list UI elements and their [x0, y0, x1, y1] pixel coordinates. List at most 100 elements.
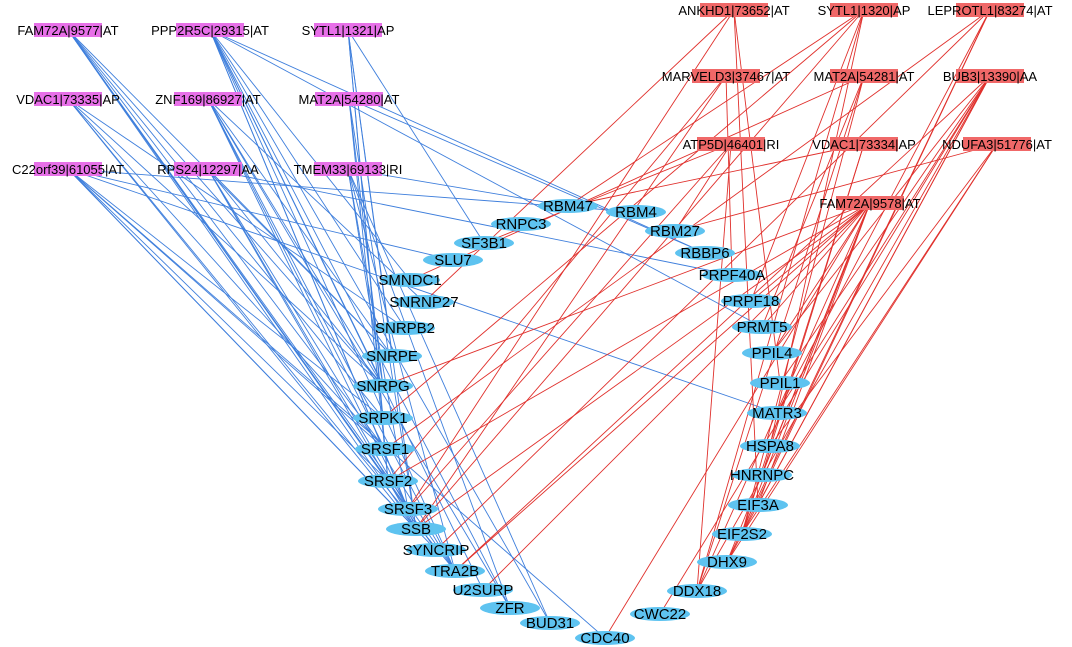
edge-b6-RBBP6 [348, 98, 706, 254]
source-node-r10[interactable]: FAM72A|9578|AT [819, 196, 921, 211]
protein-node-snrpb2[interactable]: SNRPB2 [375, 320, 435, 337]
edge-r5-PRMT5 [761, 75, 865, 328]
protein-node-slu7[interactable]: SLU7 [423, 252, 483, 269]
protein-node-label: U2SURP [453, 582, 514, 599]
edge-b6-SNRPG [348, 98, 384, 387]
edge-b4-TRA2B [67, 98, 456, 572]
protein-node-label: SNRPE [366, 348, 418, 365]
protein-node-prpf40a[interactable]: PRPF40A [699, 267, 766, 284]
protein-node-label: CDC40 [580, 630, 629, 647]
protein-node-ellipse [353, 379, 413, 393]
protein-node-rbm4[interactable]: RBM4 [606, 204, 666, 221]
source-node-r8[interactable]: VDAC1|73334|AP [812, 137, 916, 152]
source-node-r2[interactable]: SYTL1|1320|AP [818, 3, 911, 18]
protein-node-srpk1[interactable]: SRPK1 [353, 410, 413, 427]
edge-r10-EIF3A [757, 202, 871, 506]
protein-node-cwc22[interactable]: CWC22 [630, 606, 690, 623]
protein-node-eif3a[interactable]: EIF3A [728, 497, 788, 514]
protein-node-ellipse [355, 442, 415, 456]
protein-node-srsf3[interactable]: SRSF3 [378, 501, 438, 518]
source-node-box [34, 162, 102, 176]
protein-node-ppil4[interactable]: PPIL4 [742, 345, 802, 362]
protein-node-syncrip[interactable]: SYNCRIP [403, 542, 470, 559]
edge-b8-SSB [207, 168, 417, 530]
protein-node-label: SNRNP27 [389, 294, 458, 311]
source-node-box [176, 23, 244, 37]
source-node-b7[interactable]: C22orf39|61055|AT [12, 162, 124, 177]
edge-r9-RBM27 [674, 143, 998, 232]
source-node-box [34, 92, 102, 106]
edge-b1-SRSF1 [67, 29, 386, 450]
protein-node-smndc1[interactable]: SMNDC1 [378, 272, 441, 289]
protein-node-ellipse [732, 468, 792, 482]
source-node-label: FAM72A|9577|AT [17, 23, 118, 38]
source-node-r4[interactable]: MARVELD3|37467|AT [662, 69, 790, 84]
protein-node-rbbp6[interactable]: RBBP6 [675, 245, 735, 262]
protein-node-ellipse [712, 527, 772, 541]
protein-node-matr3[interactable]: MATR3 [747, 405, 807, 422]
edge-b4-SNRPG [67, 98, 384, 387]
source-node-b3[interactable]: SYTL1|1321|AP [302, 23, 395, 38]
source-node-box [314, 162, 382, 176]
source-node-r6[interactable]: BUB3|13390|AA [943, 69, 1038, 84]
edge-r1-EIF3A [733, 9, 759, 506]
protein-node-label: BUD31 [526, 615, 574, 632]
source-node-b8[interactable]: RPS24|12297|AA [157, 162, 259, 177]
edge-b7-CDC40 [67, 168, 606, 639]
source-node-r7[interactable]: ATP5D|46401|RI [683, 137, 780, 152]
protein-node-snrnp27[interactable]: SNRNP27 [389, 294, 458, 311]
protein-node-ellipse [453, 583, 513, 597]
edge-r10-CDC40 [604, 202, 871, 639]
source-node-label: MARVELD3|37467|AT [662, 69, 790, 84]
protein-node-rbm27[interactable]: RBM27 [645, 223, 705, 240]
protein-node-ellipse [740, 439, 800, 453]
protein-node-ssb[interactable]: SSB [386, 521, 446, 538]
protein-node-sf3b1[interactable]: SF3B1 [454, 235, 514, 252]
protein-node-label: SRPK1 [358, 410, 407, 427]
protein-node-ellipse [747, 406, 807, 420]
protein-node-snrpe[interactable]: SNRPE [362, 348, 422, 365]
protein-node-dhx9[interactable]: DHX9 [697, 554, 757, 571]
protein-node-eif2s2[interactable]: EIF2S2 [712, 526, 772, 543]
edge-b1-SRPK1 [67, 29, 384, 419]
edge-b4-SRSF1 [67, 98, 386, 450]
source-node-b6[interactable]: MAT2A|54280|AT [299, 92, 400, 107]
protein-node-prmt5[interactable]: PRMT5 [732, 319, 792, 336]
protein-node-cdc40[interactable]: CDC40 [575, 630, 635, 647]
protein-node-label: RBM27 [650, 223, 700, 240]
source-node-r1[interactable]: ANKHD1|73652|AT [678, 3, 790, 18]
source-node-box [174, 92, 242, 106]
edge-b9-RBM47 [347, 168, 569, 207]
source-node-r3[interactable]: LEPROTL1|83274|AT [927, 3, 1053, 18]
protein-node-label: SMNDC1 [378, 272, 441, 289]
protein-node-ellipse [362, 349, 422, 363]
protein-node-hnrnpc[interactable]: HNRNPC [730, 467, 794, 484]
edge-r4-SSB [415, 75, 727, 530]
source-node-r9[interactable]: NDUFA3|51776|AT [942, 137, 1052, 152]
protein-node-ppil1[interactable]: PPIL1 [750, 375, 810, 392]
protein-node-ddx18[interactable]: DDX18 [667, 583, 727, 600]
protein-node-rnpc3[interactable]: RNPC3 [491, 216, 551, 233]
protein-node-u2surp[interactable]: U2SURP [453, 582, 514, 599]
protein-node-zfr[interactable]: ZFR [480, 600, 540, 617]
edge-r10-PRMT5 [761, 202, 871, 328]
source-node-b1[interactable]: FAM72A|9577|AT [17, 23, 119, 38]
protein-node-srsf2[interactable]: SRSF2 [358, 473, 418, 490]
edge-r7-DDX18 [696, 143, 732, 592]
protein-node-ellipse [491, 217, 551, 231]
source-node-b4[interactable]: VDAC1|73335|AP [16, 92, 120, 107]
protein-node-srsf1[interactable]: SRSF1 [355, 441, 415, 458]
edge-r1-SRSF3 [407, 9, 735, 510]
source-node-r5[interactable]: MAT2A|54281|AT [814, 69, 915, 84]
source-node-b9[interactable]: TMEM33|69133|RI [294, 162, 403, 177]
protein-node-rbm47[interactable]: RBM47 [538, 198, 598, 215]
source-node-b5[interactable]: ZNF169|86927|AT [155, 92, 261, 107]
protein-node-label: RBM47 [543, 198, 593, 215]
protein-node-snrpg[interactable]: SNRPG [353, 378, 413, 395]
protein-node-bud31[interactable]: BUD31 [520, 615, 580, 632]
protein-node-hspa8[interactable]: HSPA8 [740, 438, 800, 455]
protein-node-ellipse [645, 224, 705, 238]
source-node-b2[interactable]: PPP2R5C|29315|AT [151, 23, 269, 38]
protein-node-tra2b[interactable]: TRA2B [425, 563, 485, 580]
protein-node-prpf18[interactable]: PRPF18 [721, 293, 781, 310]
